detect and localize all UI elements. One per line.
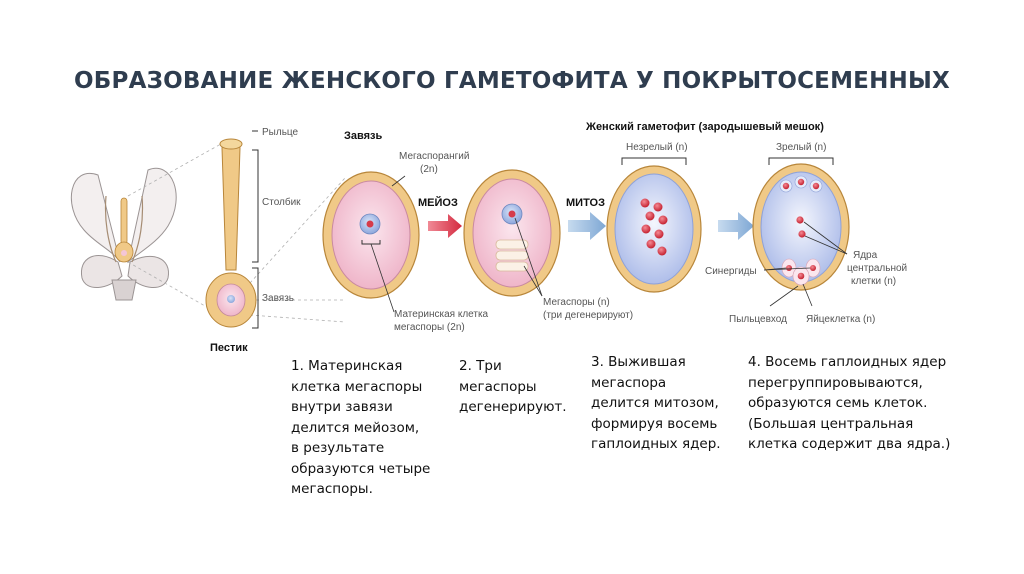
caption-line: делится митозом, xyxy=(591,395,719,411)
label-polar-nuclei-3: клетки (n) xyxy=(851,276,896,287)
label-mother-cell-1: Материнская клетка xyxy=(394,309,489,320)
label-ovary-pistil: Завязь xyxy=(262,293,294,304)
label-mitosis: МИТОЗ xyxy=(566,197,605,209)
caption-line: 1. Материнская xyxy=(291,358,403,374)
label-polar-nuclei-2: центральной xyxy=(847,263,907,274)
caption-step-4: 4. Восемь гаплоидных ядер перегруппировы… xyxy=(748,352,950,455)
mitosis-arrow xyxy=(568,212,606,240)
pistil-brackets xyxy=(252,130,259,329)
zoom-lines xyxy=(127,139,346,323)
label-megasporangium: Мегаспорангий xyxy=(399,151,469,162)
label-style: Столбик xyxy=(262,196,301,208)
label-gametophyte-heading: Женский гаметофит (зародышевый мешок) xyxy=(585,121,824,133)
caption-line: образуются четыре xyxy=(291,460,431,477)
caption-step-3: 3. Выжившая мегаспора делится митозом, ф… xyxy=(591,352,721,455)
maturation-arrow xyxy=(718,212,754,240)
caption-line: 2. Три xyxy=(459,358,502,374)
label-egg-cell: Яйцеклетка (n) xyxy=(806,314,875,325)
label-megasporangium-ploidy: (2n) xyxy=(420,164,438,175)
ovule-stage-1 xyxy=(322,171,420,299)
ovule-stage-3 xyxy=(606,165,702,293)
ovule-stage-4 xyxy=(752,163,850,291)
caption-line: внутри завязи xyxy=(291,399,393,415)
label-megaspores-1: Мегаспоры (n) xyxy=(543,297,610,308)
caption-line: мегаспоры. xyxy=(291,481,373,497)
caption-line: формируя восемь xyxy=(591,415,718,432)
label-polar-nuclei-1: Ядра xyxy=(853,250,878,261)
label-micropyle: Пыльцевход xyxy=(729,314,787,325)
label-synergids: Синергиды xyxy=(705,266,757,277)
caption-line: (Большая центральная xyxy=(748,415,914,432)
caption-line: мегаспоры xyxy=(459,378,537,395)
caption-step-2: 2. Три мегаспоры дегенерируют. xyxy=(459,356,567,418)
caption-line: делится мейозом, xyxy=(291,419,420,436)
flower-illustration xyxy=(70,167,177,301)
haploid-nuclei xyxy=(640,198,668,256)
pistil-illustration xyxy=(205,138,257,328)
meiosis-arrow xyxy=(428,214,462,238)
caption-line: мегаспора xyxy=(591,374,667,391)
slide-title: ОБРАЗОВАНИЕ ЖЕНСКОГО ГАМЕТОФИТА У ПОКРЫТ… xyxy=(74,68,950,94)
label-immature: Незрелый (n) xyxy=(626,142,688,153)
caption-line: дегенерируют. xyxy=(459,399,567,415)
label-pistil: Пестик xyxy=(210,342,248,354)
label-mature: Зрелый (n) xyxy=(776,142,826,153)
ovule-stage-2 xyxy=(463,169,561,297)
caption-line: 4. Восемь гаплоидных ядер xyxy=(748,354,947,370)
caption-line: 3. Выжившая xyxy=(591,354,686,370)
label-megaspores-2: (три дегенерируют) xyxy=(543,310,633,321)
caption-line: клетка мегаспоры xyxy=(291,378,423,395)
label-meiosis: МЕЙОЗ xyxy=(418,196,458,209)
label-ovary-heading: Завязь xyxy=(344,130,383,142)
caption-line: образуются семь клеток. xyxy=(748,395,928,411)
label-stigma: Рыльце xyxy=(262,127,299,138)
caption-line: клетка содержит два ядра.) xyxy=(748,436,951,452)
caption-step-1: 1. Материнская клетка мегаспоры внутри з… xyxy=(291,356,430,500)
caption-line: перегруппировываются, xyxy=(748,374,923,391)
gametophyte-brackets xyxy=(621,157,834,165)
caption-line: в результате xyxy=(291,440,385,456)
caption-line: гаплоидных ядер. xyxy=(591,436,721,452)
label-mother-cell-2: мегаспоры (2n) xyxy=(394,322,465,333)
stage-4-pointers xyxy=(763,221,848,307)
